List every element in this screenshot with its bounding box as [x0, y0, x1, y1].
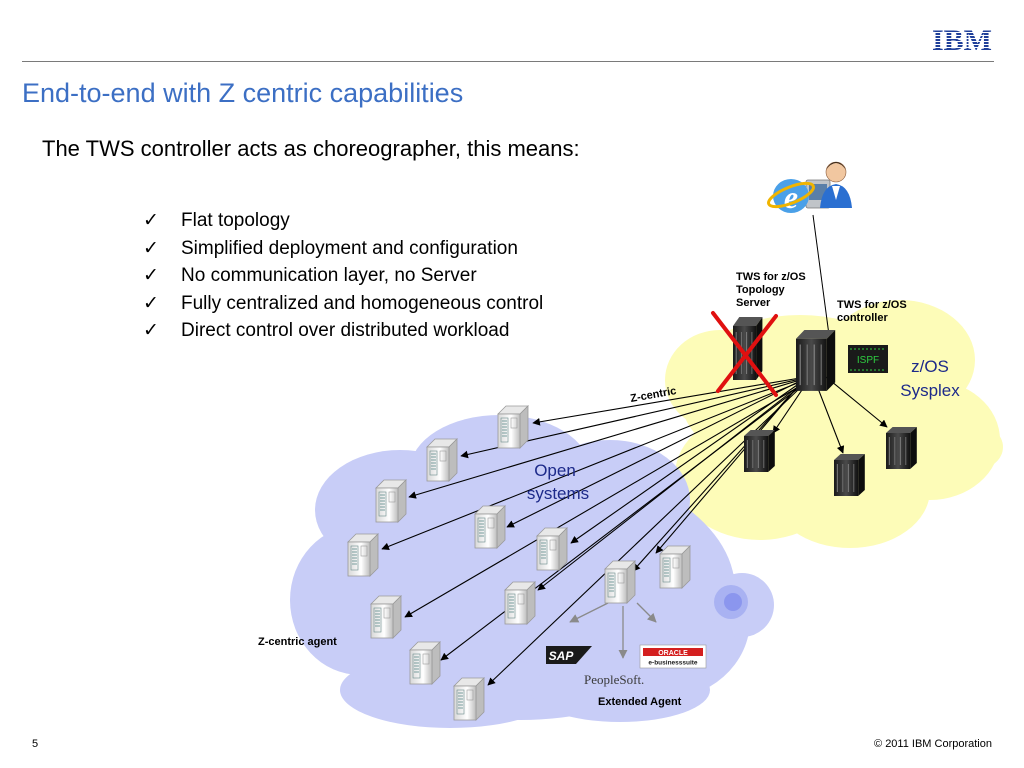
peoplesoft-logo: PeopleSoft.	[584, 672, 644, 687]
intro-text: The TWS controller acts as choreographer…	[42, 136, 580, 161]
zcentric-line-label: Z-centric	[629, 385, 677, 405]
svg-text:systems: systems	[527, 484, 589, 503]
svg-text:Server: Server	[736, 297, 771, 309]
svg-text:ISPF: ISPF	[857, 355, 879, 366]
sysplex-mainframe-icon	[885, 426, 918, 470]
bullet-list: ✓Flat topology ✓Simplified deployment an…	[143, 207, 543, 345]
cloud-bubbles	[710, 573, 774, 637]
user-link-line	[812, 214, 830, 336]
agent-server-icon	[474, 505, 506, 549]
svg-text:controller: controller	[837, 312, 888, 324]
agent-server-icon	[370, 595, 402, 639]
svg-text:e-businesssuite: e-businesssuite	[648, 660, 698, 667]
bullet-item: ✓Simplified deployment and configuration	[143, 235, 543, 263]
extended-agent-server-icon	[604, 560, 636, 604]
svg-text:TWS for z/OS: TWS for z/OS	[736, 271, 806, 283]
bullet-item: ✓No communication layer, no Server	[143, 262, 543, 290]
svg-text:TWS for z/OS: TWS for z/OS	[837, 299, 907, 311]
copyright: © 2011 IBM Corporation	[874, 738, 992, 750]
svg-text:z/OS: z/OS	[911, 357, 949, 376]
topology-server-label: TWS for z/OS Topology Server	[736, 271, 806, 309]
agent-server-icon	[347, 533, 379, 577]
sap-logo: SAP	[546, 646, 592, 664]
agent-server-icon	[536, 527, 568, 571]
bullet-item: ✓Direct control over distributed workloa…	[143, 317, 543, 345]
header-rule	[22, 61, 994, 62]
ibm-logo: IBM	[932, 24, 992, 54]
bullet-item: ✓Flat topology	[143, 207, 543, 235]
agent-server-icon	[497, 405, 529, 449]
user-browser-icon: e	[767, 161, 852, 215]
agent-server-icon	[426, 438, 458, 482]
agent-server-icon	[659, 545, 691, 589]
controller-label: TWS for z/OS controller	[837, 299, 907, 324]
sysplex-mainframe-icon	[833, 453, 866, 497]
removed-cross-icon	[711, 311, 778, 397]
checkmark-icon: ✓	[143, 292, 159, 314]
agent-server-icon	[375, 479, 407, 523]
checkmark-icon: ✓	[143, 237, 159, 259]
slide-title: End-to-end with Z centric capabilities	[22, 78, 464, 108]
agent-server-icon	[504, 581, 536, 625]
checkmark-icon: ✓	[143, 210, 159, 231]
controller-mainframe-icon	[795, 329, 836, 392]
oracle-logo: ORACLE e-businesssuite	[639, 644, 707, 669]
svg-text:Open: Open	[534, 461, 576, 480]
svg-text:SAP: SAP	[549, 649, 575, 663]
sysplex-mainframe-icon	[743, 429, 776, 473]
bullet-item: ✓Fully centralized and homogeneous contr…	[143, 290, 543, 318]
open-systems-label: Open systems	[527, 461, 589, 503]
svg-text:IBM: IBM	[932, 24, 992, 54]
page-number: 5	[32, 738, 39, 750]
agent-server-icon	[409, 641, 441, 685]
ispf-terminal-icon: ISPF	[848, 345, 888, 373]
checkmark-icon: ✓	[143, 320, 159, 341]
svg-text:Topology: Topology	[736, 284, 786, 296]
zcentric-agent-label: Z-centric agent	[258, 636, 337, 648]
svg-text:Sysplex: Sysplex	[900, 381, 960, 400]
svg-text:ORACLE: ORACLE	[658, 650, 688, 657]
checkmark-icon: ✓	[143, 265, 159, 286]
sysplex-label: z/OS Sysplex	[900, 357, 960, 400]
agent-server-icon	[453, 677, 485, 721]
extended-agent-label: Extended Agent	[598, 696, 682, 708]
extended-agent-arrows	[569, 602, 657, 659]
